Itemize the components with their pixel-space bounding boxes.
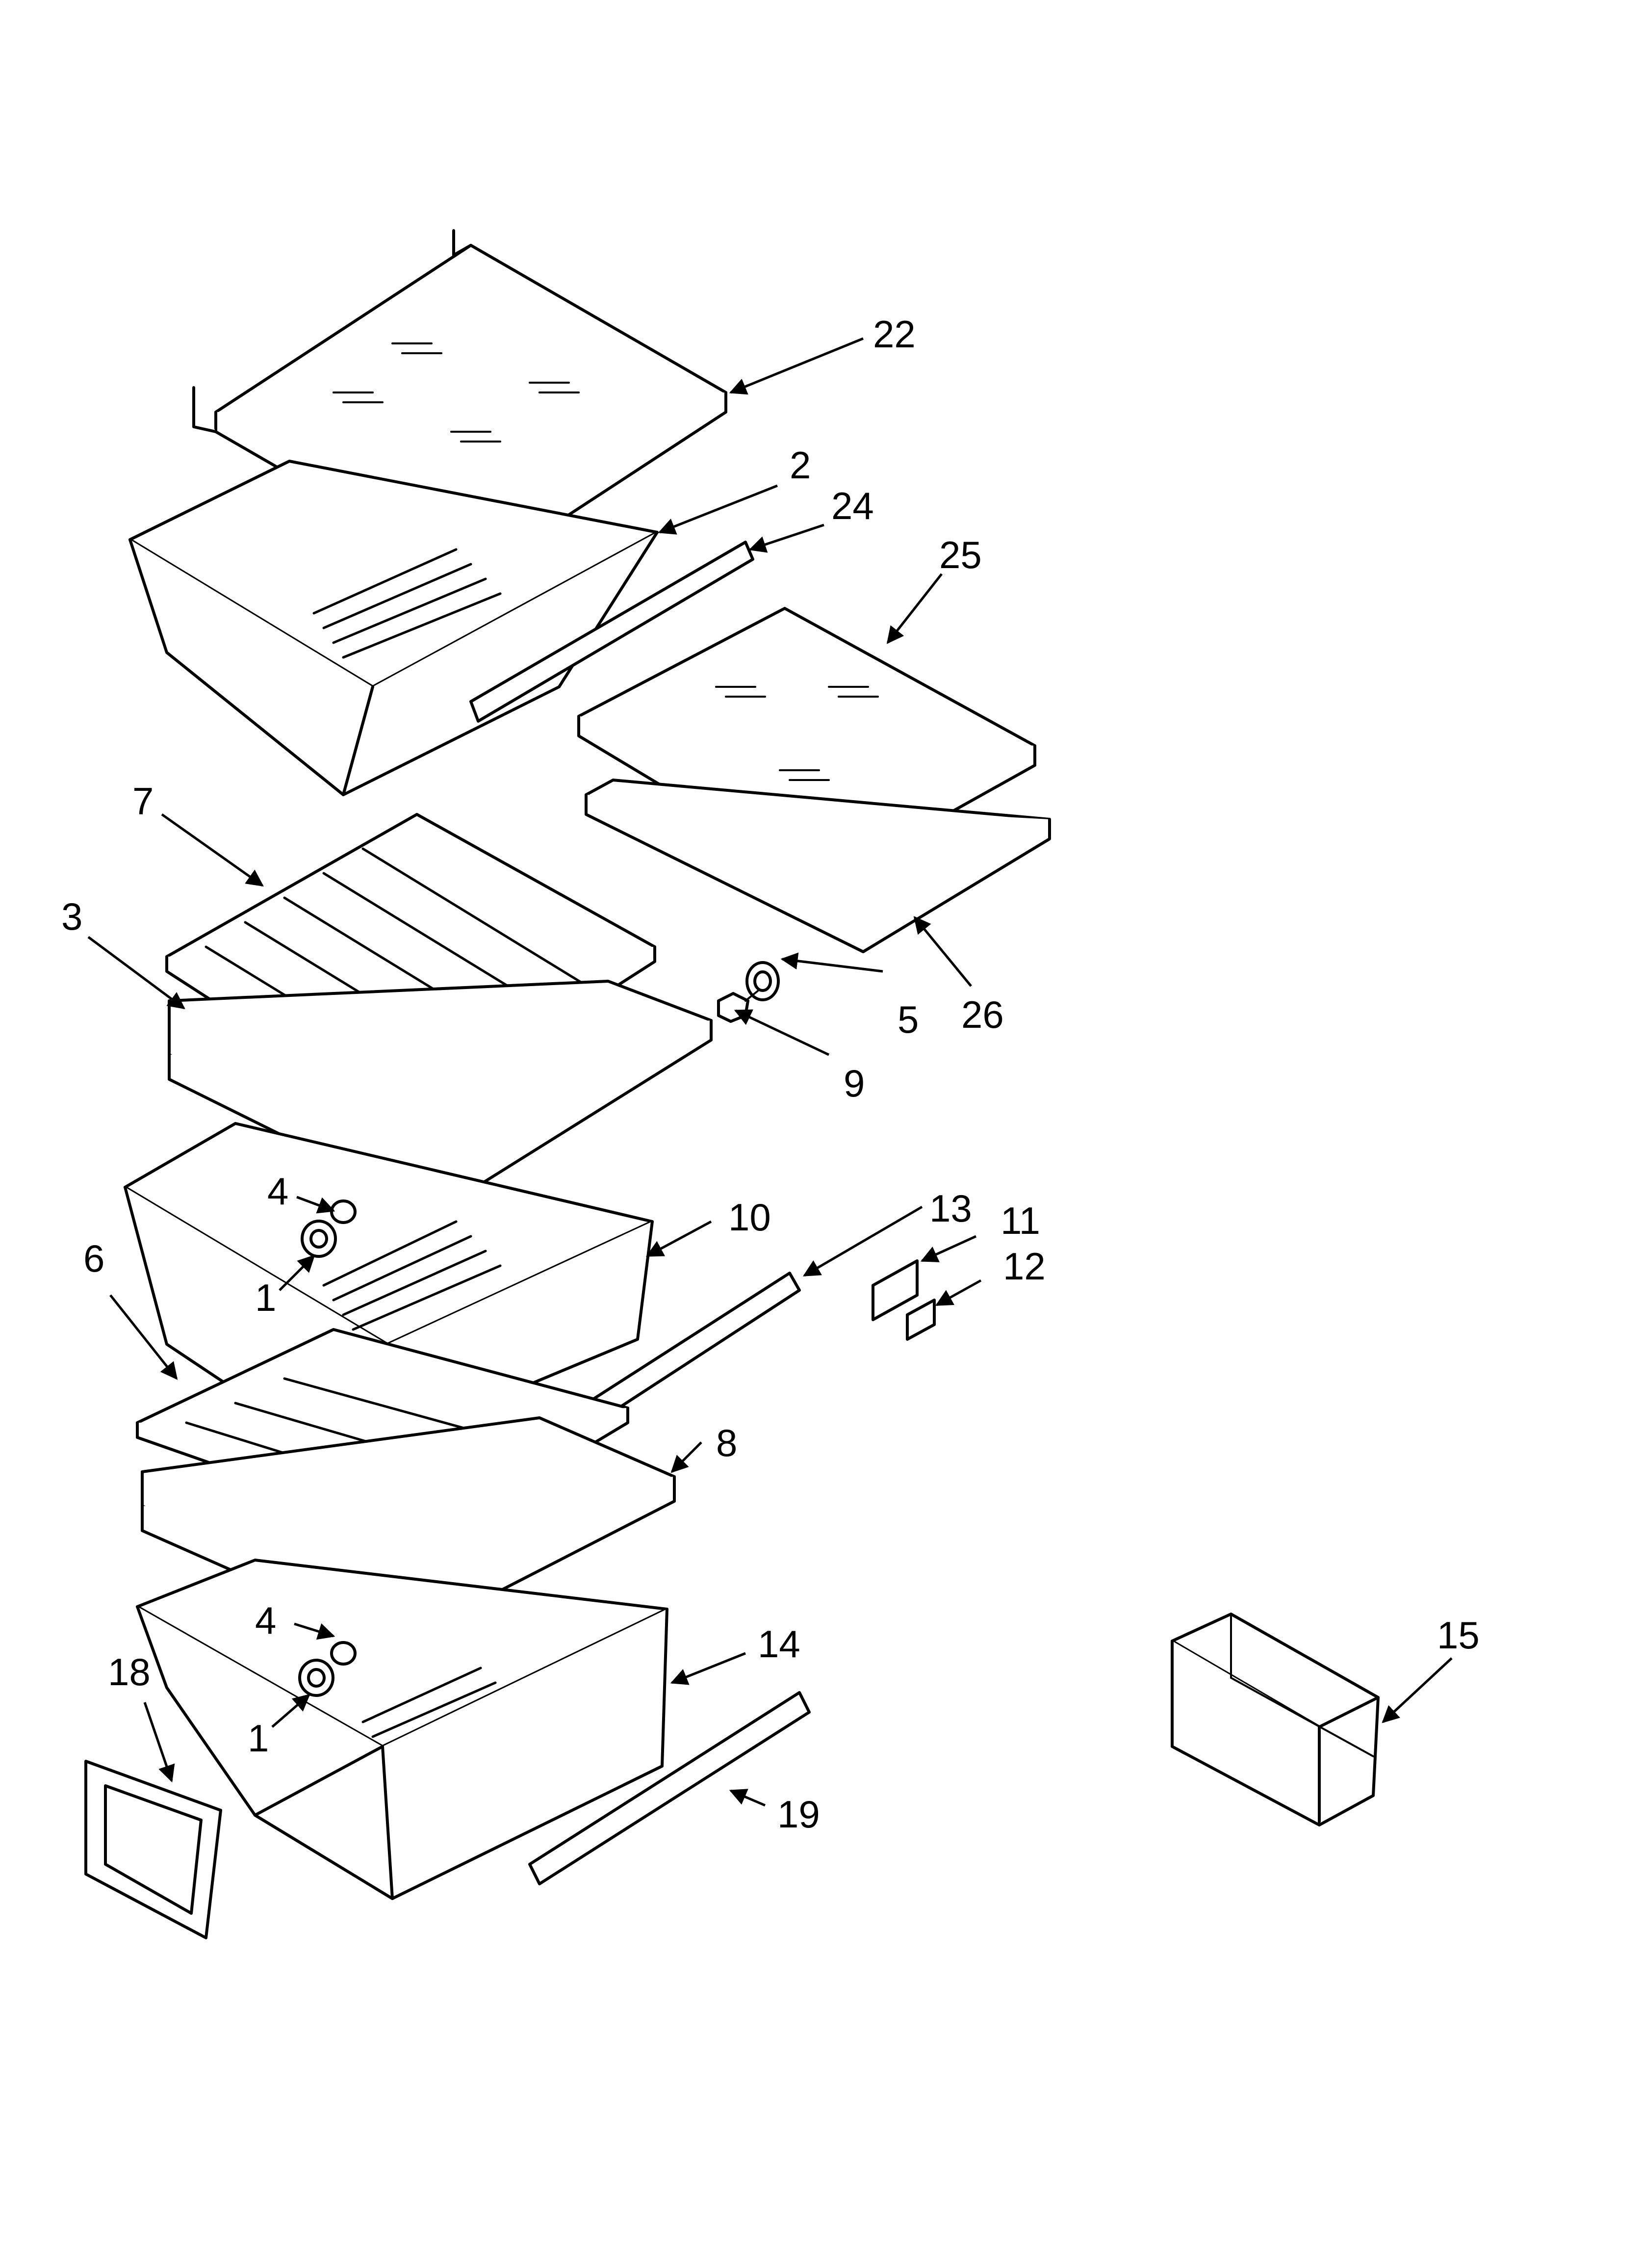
part-14-lower-crisper (136, 1559, 668, 1900)
part-18-label-bracket (84, 1760, 222, 1939)
callout-1-upper: 1 (255, 1276, 276, 1319)
callout-14: 14 (758, 1622, 800, 1666)
callout-6: 6 (83, 1237, 104, 1280)
leader-lines (87, 337, 1453, 1807)
part-12-clip (906, 1299, 936, 1341)
part-4-knob-lower (298, 1641, 357, 1697)
part-26-cover-frame (585, 779, 1051, 953)
callout-8: 8 (716, 1421, 737, 1464)
callout-26: 26 (961, 993, 1004, 1036)
callout-13: 13 (929, 1187, 972, 1230)
part-24-upper-trim (469, 541, 754, 723)
callout-4-upper: 4 (267, 1170, 288, 1213)
callout-19: 19 (777, 1793, 820, 1836)
callout-4-lower: 4 (255, 1599, 276, 1642)
callout-25: 25 (939, 533, 982, 576)
callout-3: 3 (61, 895, 82, 938)
callout-7: 7 (132, 780, 154, 823)
callout-22: 22 (873, 313, 916, 356)
part-4-knob-upper (301, 1199, 357, 1258)
part-5-roller (745, 961, 780, 1001)
part-19-lower-trim (528, 1691, 811, 1885)
part-15-deli-bin (1171, 1613, 1380, 1826)
callout-12: 12 (1003, 1245, 1046, 1288)
part-11-bracket (872, 1259, 919, 1321)
callout-5: 5 (898, 998, 919, 1041)
callout-2: 2 (790, 443, 811, 487)
callout-10: 10 (728, 1196, 771, 1239)
callout-labels: 22 2 24 25 7 3 5 26 9 4 10 13 11 12 1 6 … (61, 313, 1480, 1836)
callout-15: 15 (1437, 1614, 1480, 1657)
part-3-middle-shelf-frame (168, 980, 713, 1213)
callout-24: 24 (831, 484, 874, 527)
callout-18: 18 (108, 1650, 151, 1694)
callout-11: 11 (1001, 1199, 1040, 1242)
part-2-upper-crisper (128, 460, 659, 796)
callout-9: 9 (844, 1062, 865, 1105)
part-9-screw (717, 990, 759, 1023)
callout-1-lower: 1 (248, 1717, 269, 1760)
